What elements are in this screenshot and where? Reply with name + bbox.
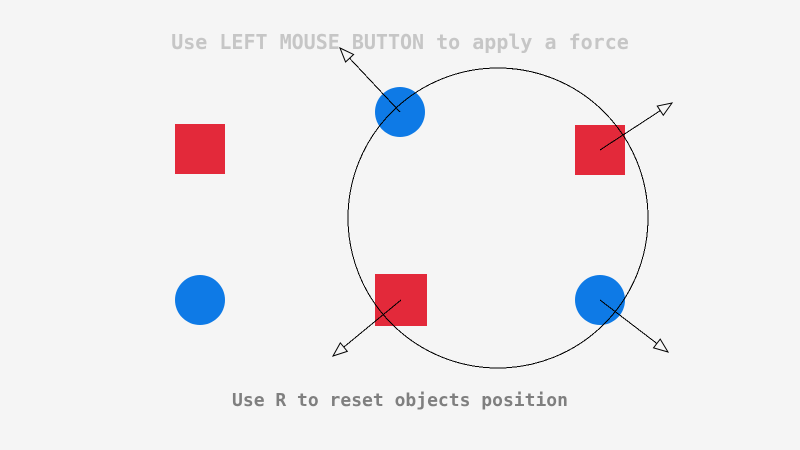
boundary-circle (347, 67, 649, 369)
force-arrow-ball-top-head (339, 47, 355, 63)
red-box-left[interactable] (175, 124, 225, 174)
blue-ball-left[interactable] (175, 275, 225, 325)
force-arrow-ball-top-line (339, 47, 401, 113)
instruction-apply-force: Use LEFT MOUSE BUTTON to apply a force (171, 30, 629, 54)
force-arrow-box-bottom-line (332, 299, 402, 357)
force-arrow-ball-bottom-right-head (652, 338, 670, 353)
force-arrow-box-right-head (656, 102, 674, 117)
instruction-reset: Use R to reset objects position (232, 390, 568, 411)
force-arrow-box-bottom-head (331, 341, 349, 357)
